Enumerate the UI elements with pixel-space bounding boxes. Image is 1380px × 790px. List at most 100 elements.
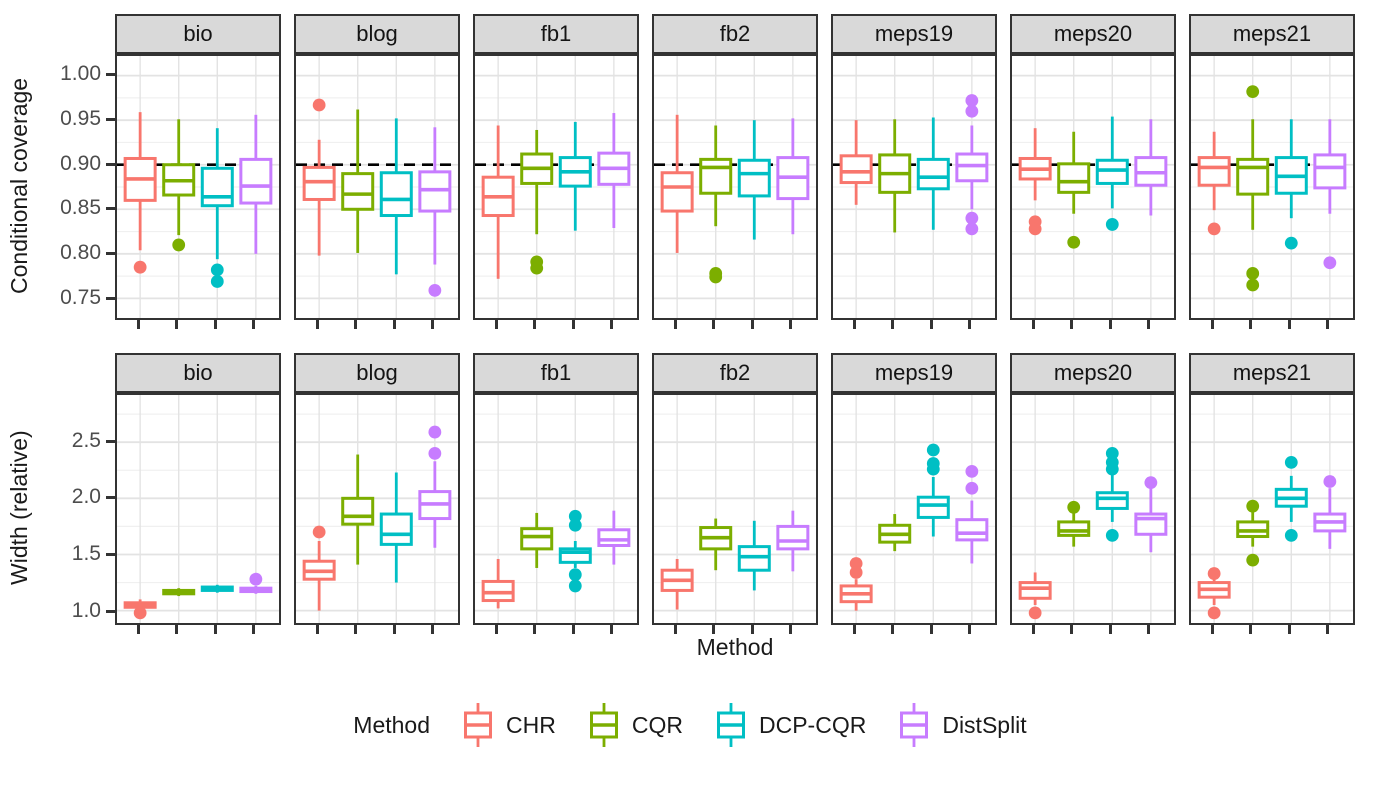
plot-area-blog — [294, 54, 460, 320]
facet-strip-label: meps21 — [1189, 353, 1355, 393]
boxplot-DistSplit — [1313, 119, 1347, 270]
boxplot-CQR — [1236, 85, 1270, 292]
legend-item-CQR: CQR — [586, 700, 683, 750]
facet-panel-meps21: meps21 — [1189, 353, 1355, 634]
boxplot-CHR — [481, 558, 515, 609]
facet-panel-fb2: fb2 — [652, 14, 818, 329]
plot-area-meps21 — [1189, 54, 1355, 320]
boxplot-CHR — [302, 98, 336, 256]
x-ticks — [1189, 625, 1355, 634]
x-tick-mark — [712, 625, 716, 634]
plot-area-fb2 — [652, 54, 818, 320]
boxplot-DistSplit — [776, 510, 810, 572]
x-ticks — [473, 625, 639, 634]
x-tick-mark — [852, 320, 856, 329]
boxplot-CHR — [302, 525, 336, 611]
legend-item-DCP-CQR: DCP-CQR — [713, 700, 866, 750]
boxplot-CHR — [839, 120, 873, 205]
x-tick-mark — [1287, 320, 1291, 329]
x-tick-mark — [315, 625, 319, 634]
facet-panel-fb2: fb2 — [652, 353, 818, 634]
x-tick-mark — [1147, 320, 1151, 329]
boxplot-CQR — [1057, 500, 1091, 547]
boxplot-CQR — [520, 129, 554, 275]
facet-panel-meps20: meps20 — [1010, 353, 1176, 634]
legend-label: DistSplit — [942, 711, 1027, 738]
boxplot-CHR — [123, 599, 157, 620]
legend-key-boxplot-icon — [716, 703, 745, 747]
x-tick-mark — [1210, 320, 1214, 329]
y-tick-mark — [106, 252, 115, 256]
y-tick-mark — [106, 439, 115, 443]
boxplot-CQR — [341, 454, 375, 565]
boxplot-DCP-CQR — [916, 443, 950, 537]
facet-strip-label: meps21 — [1189, 14, 1355, 54]
x-ticks — [294, 625, 460, 634]
boxplot-DCP-CQR — [1095, 447, 1129, 542]
facet-strip-label: fb2 — [652, 353, 818, 393]
x-ticks — [652, 320, 818, 329]
facet-strip-label: bio — [115, 14, 281, 54]
x-tick-mark — [431, 320, 435, 329]
boxplot-DistSplit — [776, 118, 810, 235]
legend-key-boxplot-icon — [900, 703, 929, 747]
x-tick-mark — [789, 625, 793, 634]
boxplot-DCP-CQR — [558, 509, 592, 593]
boxplot-DCP-CQR — [1274, 455, 1308, 542]
x-tick-mark — [431, 625, 435, 634]
boxplot-DistSplit — [955, 94, 989, 236]
boxplot-DCP-CQR — [737, 520, 771, 591]
x-ticks — [294, 320, 460, 329]
x-tick-mark — [1249, 625, 1253, 634]
x-tick-mark — [1031, 320, 1035, 329]
y-tick-label: 1.5 — [71, 541, 101, 565]
x-tick-mark — [610, 320, 614, 329]
x-tick-mark — [252, 320, 256, 329]
x-tick-mark — [1287, 625, 1291, 634]
legend-label: CHR — [506, 711, 556, 738]
x-tick-mark — [1070, 625, 1074, 634]
facet-panel-meps19: meps19 — [831, 14, 997, 329]
x-ticks — [115, 320, 281, 329]
x-ticks — [1010, 625, 1176, 634]
x-tick-mark — [213, 320, 217, 329]
x-ticks — [1189, 320, 1355, 329]
facet-strip-label: bio — [115, 353, 281, 393]
boxplot-CQR — [520, 512, 554, 568]
plot-area-fb2 — [652, 393, 818, 625]
x-tick-mark — [929, 320, 933, 329]
legend: Method CHR CQR DCP-CQR DistSplit — [0, 700, 1380, 750]
facet-panel-blog: blog — [294, 353, 460, 634]
x-tick-mark — [354, 625, 358, 634]
boxplot-CQR — [341, 109, 375, 253]
boxplot-CHR — [1018, 128, 1052, 236]
plot-area-blog — [294, 393, 460, 625]
facet-panel-meps21: meps21 — [1189, 14, 1355, 329]
legend-title: Method — [353, 711, 431, 738]
x-tick-mark — [533, 320, 537, 329]
x-tick-mark — [750, 625, 754, 634]
x-tick-mark — [533, 625, 537, 634]
x-tick-mark — [712, 320, 716, 329]
boxplot-CHR — [1197, 131, 1231, 236]
y-tick-mark — [106, 207, 115, 211]
x-ticks — [831, 320, 997, 329]
boxplot-DCP-CQR — [558, 121, 592, 231]
boxplot-DistSplit — [1313, 475, 1347, 549]
x-tick-mark — [1031, 625, 1035, 634]
x-tick-mark — [175, 625, 179, 634]
x-tick-mark — [610, 625, 614, 634]
boxplot-CQR — [1057, 131, 1091, 249]
boxplot-CQR — [1236, 499, 1270, 567]
y-tick-label: 0.75 — [60, 286, 101, 310]
facet-strip-label: fb1 — [473, 353, 639, 393]
x-tick-mark — [494, 625, 498, 634]
x-tick-mark — [1070, 320, 1074, 329]
x-tick-mark — [673, 625, 677, 634]
x-tick-mark — [392, 625, 396, 634]
plot-area-meps20 — [1010, 393, 1176, 625]
x-tick-mark — [571, 320, 575, 329]
